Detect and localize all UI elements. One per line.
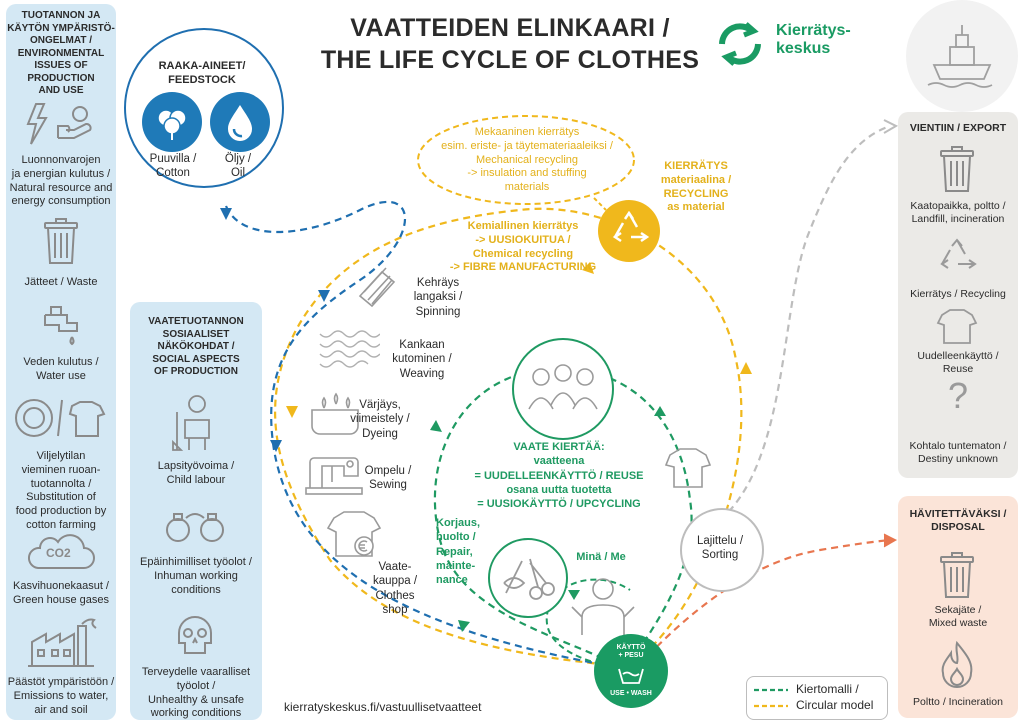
legend-circular: Kiertomalli / [796,682,859,696]
feedstock-title: RAAKA-AINEET/ FEEDSTOCK [158,60,246,86]
person-me-icon [566,570,640,640]
logo-text: Kierrätys- keskus [776,22,851,58]
clothes-shop-label: Vaate- kauppa / Clothes shop [372,561,418,617]
trash-bin-icon [36,216,86,266]
food-production-label: Viljelytilan vieminen ruoan- tuotannolta… [15,450,107,531]
legend-box [746,676,888,720]
grey-export-path [719,124,891,521]
landfill-label: Kaatopaikka, poltto / Landfill, incinera… [910,200,1006,226]
handcuffs-icon [162,504,228,548]
dye-bath-icon [306,392,364,438]
mixed-waste-label: Sekajäte / Mixed waste [928,604,988,630]
incineration-label: Poltto / Incineration [913,696,1003,708]
plate-shirt-icon [14,394,110,442]
orange-disposal-path [639,538,891,665]
greenhouse-gases-label: Kasvihuonekaasut / Green house gases [12,580,109,606]
legend-lines [754,688,788,708]
waste-label: Jätteet / Waste [24,276,98,288]
recycle-arrows-icon [712,16,768,72]
energy-hand-icon [22,100,102,150]
recycle-icon [598,200,660,262]
cotton-label: Puuvilla / Cotton [149,153,197,180]
environmental-issues-panel [6,4,116,720]
wash-basin-icon [616,666,646,686]
child-labour-label: Lapsityövoima / Child labour [157,460,235,486]
shirt-icon [934,306,980,346]
export-title: VIENTIIN / EXPORT [909,122,1007,134]
legend-model: Circular model [796,698,874,712]
chemical-recycling-text: Kemiallinen kierrätys -> UUSIOKUITUA / C… [449,220,597,274]
me-label: Minä / Me [576,551,626,563]
co2-text: CO2 [46,546,71,560]
sewing-label: Ompelu / Sewing [364,465,412,492]
trash-bin-icon [934,144,980,194]
co2-cloud-icon: CO2 [24,530,98,574]
use-wash-bottom: USE • WASH [610,690,652,697]
weaving-label: Kankaan kutominen / Weaving [392,339,452,380]
social-aspects-panel [130,302,262,720]
yellow-linear-loop [274,207,743,671]
water-use-label: Veden kulutus / Water use [23,356,99,382]
shirt-icon [662,444,714,490]
page-title: VAATTEIDEN ELINKAARI / THE LIFE CYCLE OF… [320,14,700,74]
question-mark-icon: ? [947,375,969,416]
sorting-label: Lajittelu / Sorting [696,535,744,562]
dyeing-label: Värjäys, viimeistely / Dyeing [350,399,410,440]
fire-icon [934,640,980,690]
oil-label: Öljy / Oil [224,153,252,180]
recycling-as-material-text: KIERRÄTYS materiaalina / RECYCLING as ma… [660,160,732,214]
disposal-title: HÄVITETTÄVÄKSI / DISPOSAL [909,508,1007,534]
spinning-label: Kehräys langaksi / Spinning [413,277,463,318]
factory-icon [24,612,98,668]
sewing-machine-icon [304,452,364,498]
child-worker-icon [164,392,224,452]
yarn-spool-icon [350,266,402,312]
shirt-euro-icon [326,506,382,562]
recycle-icon [934,236,980,280]
emissions-label: Päästöt ympäristöön / Emissions to water… [7,676,115,716]
circulation-text: VAATE KIERTÄÄ: vaatteena = UUDELLEENKÄYT… [474,441,644,511]
disposal-panel [898,496,1018,718]
energy-consumption-label: Luonnonvarojen ja energian kulutus / Nat… [9,154,113,208]
skull-icon [170,610,220,660]
recycling-label: Kierrätys / Recycling [910,288,1006,300]
people-group-icon [512,338,614,440]
mechanical-recycling-ellipse [417,115,635,205]
scissors-needle-icon [488,538,568,618]
trash-bin-icon [934,550,980,600]
repair-text: Korjaus, huolto / Repair, mainte- nance [436,517,481,587]
mechanical-recycling-text: Mekaaninen kierrätys esim. eriste- ja tä… [441,126,613,193]
use-wash-top: KÄYTTÖ + PESU [616,644,646,660]
sorting-circle[interactable] [680,508,764,592]
cotton-icon [142,92,202,152]
reuse-label: Uudelleenkäyttö / Reuse [917,350,999,376]
environmental-issues-title: TUOTANNON JA KÄYTÖN YMPÄRISTÖ- ONGELMAT … [7,10,115,96]
cargo-ship-icon [906,0,1018,112]
social-aspects-title: VAATETUOTANNON SOSIAALISET NÄKÖKOHDAT / … [148,316,244,377]
unsafe-conditions-label: Terveydelle vaaralliset työolot / Unheal… [141,666,251,720]
faucet-icon [36,300,86,350]
destiny-unknown-label: Kohtalo tuntematon / Destiny unknown [909,440,1007,466]
inhuman-conditions-label: Epäinhimilliset työolot / Inhuman workin… [140,556,252,596]
blue-feedstock-path [224,200,601,666]
use-wash-circle [594,634,668,708]
oil-drop-icon [210,92,270,152]
fabric-icon [316,328,380,368]
footer-url[interactable]: kierratyskeskus.fi/vastuullisetvaatteet [284,700,482,714]
